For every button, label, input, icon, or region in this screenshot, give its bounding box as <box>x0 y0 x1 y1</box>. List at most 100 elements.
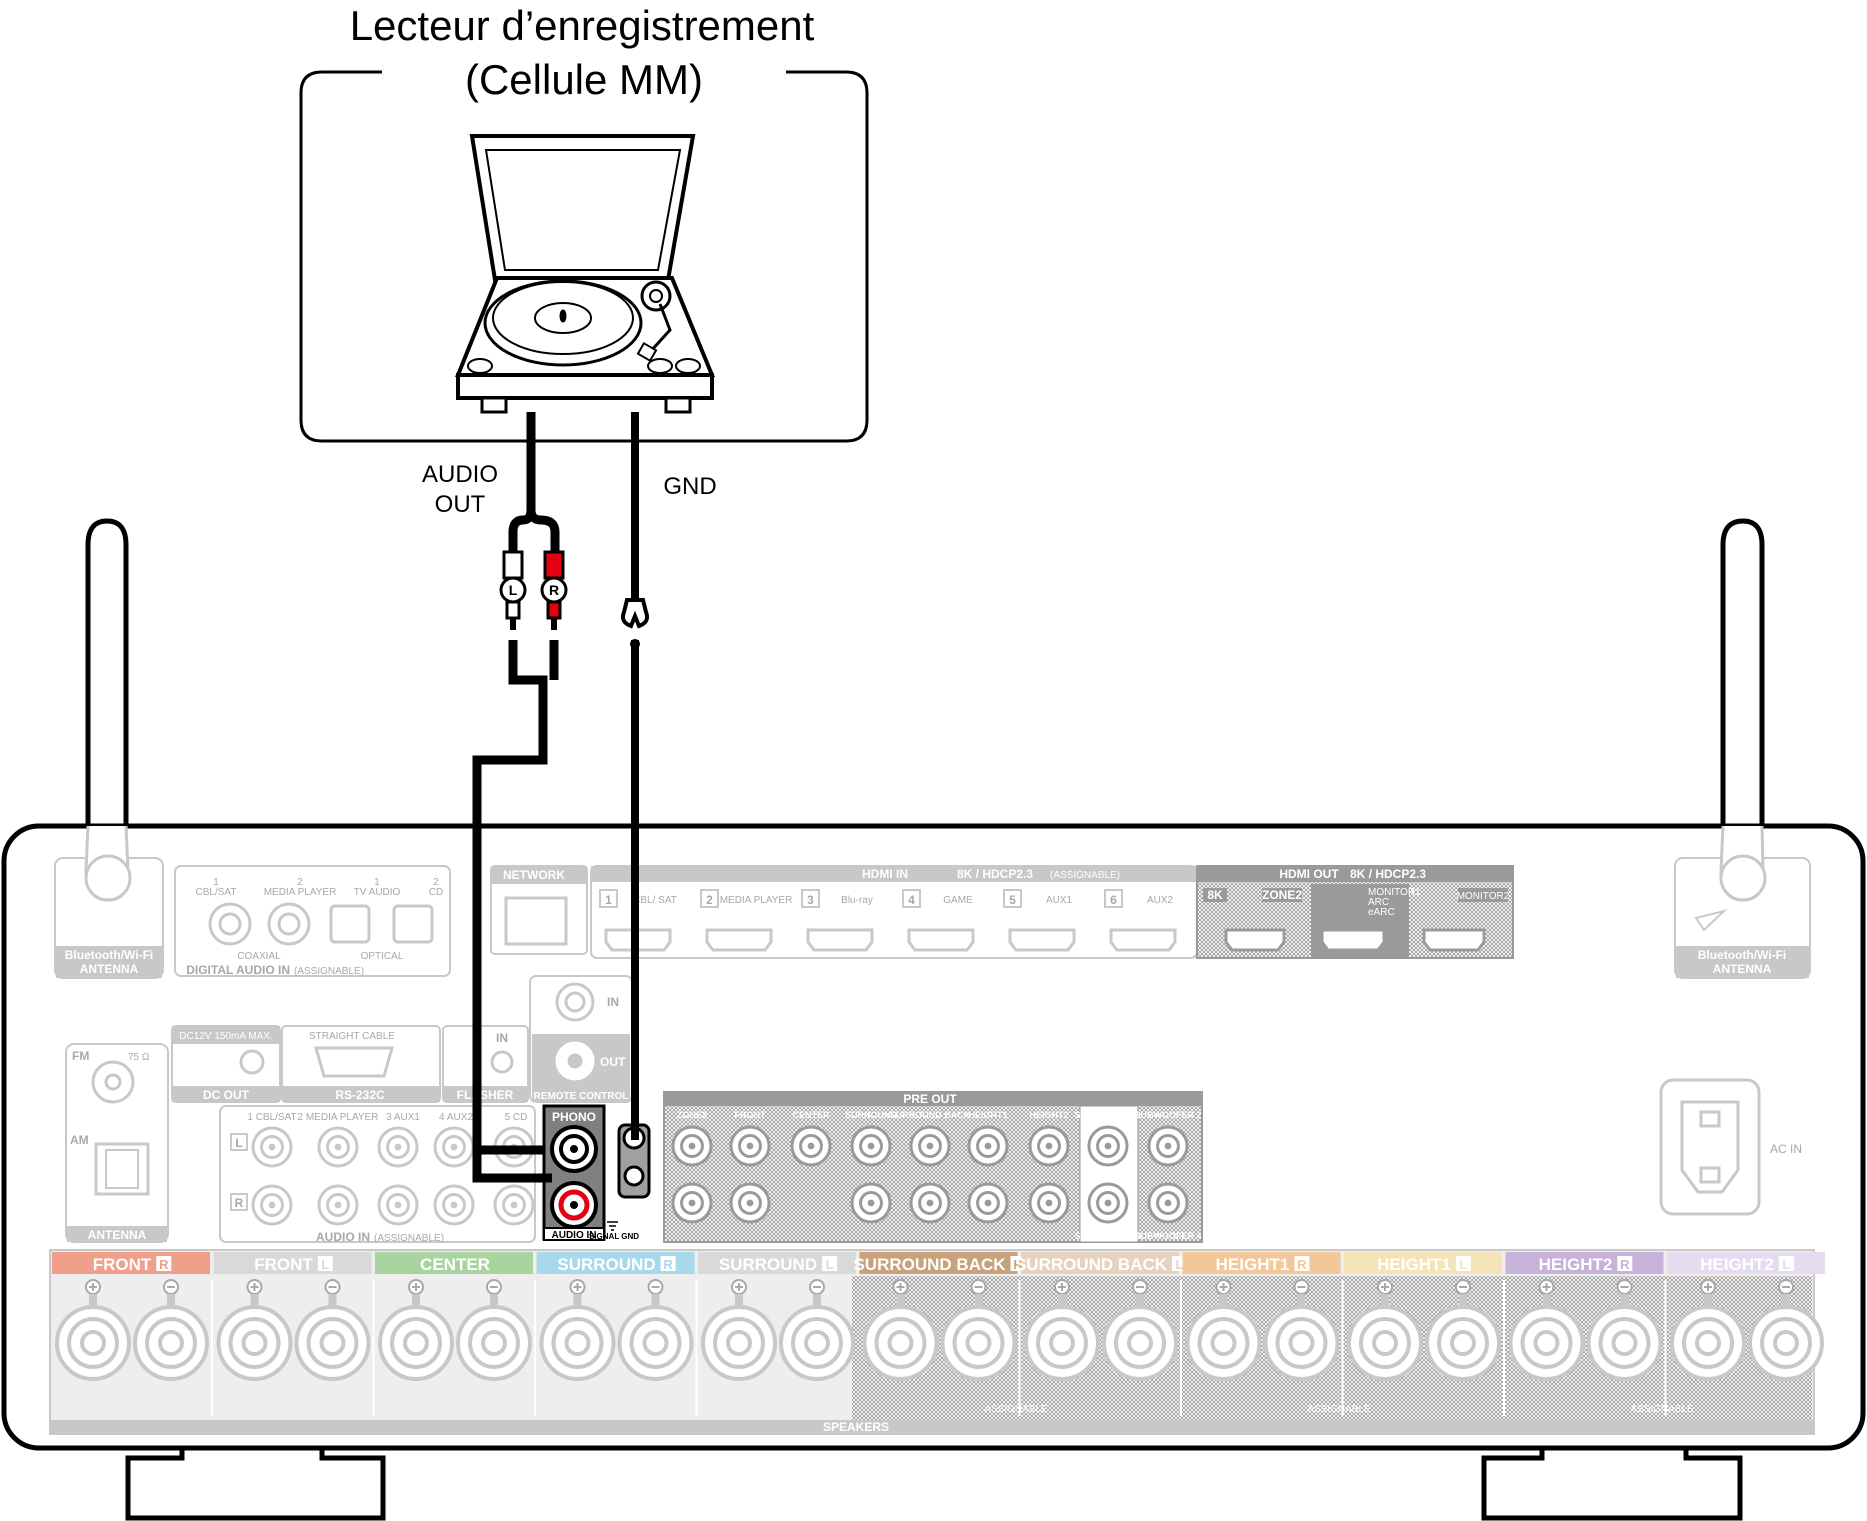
pre-out-jack-top-9[interactable] <box>1147 1125 1189 1167</box>
speaker-group-2-terminal-plus[interactable] <box>216 1305 293 1381</box>
speaker-group-9-terminal-plus[interactable] <box>1347 1305 1423 1381</box>
fm-am-antenna-label: ANTENNA <box>88 1228 147 1242</box>
pre-out-jack-top-5[interactable] <box>909 1125 951 1167</box>
speaker-group-10-terminal-plus[interactable] <box>1508 1305 1585 1381</box>
pre-out-jack-top-8[interactable] <box>1087 1125 1129 1167</box>
speaker-group-4-terminal-plus[interactable] <box>539 1305 616 1381</box>
speaker-group-1: FRONT R <box>52 1252 213 1416</box>
digital-in-4-num: 2 <box>433 877 439 888</box>
speaker-group-4-label: SURROUND <box>557 1255 655 1274</box>
speaker-group-4-terminal-minus[interactable] <box>617 1305 694 1381</box>
pre-out-jack-top-6[interactable] <box>967 1125 1009 1167</box>
speaker-group-1-terminal-plus[interactable] <box>55 1305 131 1381</box>
digital-in-2-name: MEDIA PLAYER <box>264 887 337 898</box>
phono-jack-r[interactable] <box>550 1181 598 1229</box>
pre-out-jack-top-2[interactable] <box>729 1125 771 1167</box>
gnd-label: GND <box>663 473 716 500</box>
phono-jack-l[interactable] <box>550 1125 598 1173</box>
pre-out-jack-bottom-8[interactable] <box>1087 1182 1129 1224</box>
speaker-group-3: CENTER <box>375 1252 536 1416</box>
speaker-group-1-terminal-minus[interactable] <box>133 1305 209 1381</box>
speaker-group-7-terminal-minus[interactable] <box>1102 1305 1178 1381</box>
speaker-group-6-terminal-minus[interactable] <box>940 1305 1017 1381</box>
pre-out-jack-top-1[interactable] <box>671 1125 713 1167</box>
phono-input[interactable]: PHONO AUDIO IN <box>542 1104 606 1241</box>
audio-in-jack-4-l[interactable] <box>433 1126 475 1168</box>
pre-out-jack-bottom-6[interactable] <box>967 1182 1009 1224</box>
speaker-group-11-terminal-plus[interactable] <box>1670 1305 1746 1381</box>
audio-cable <box>472 412 560 1183</box>
audio-in-l-label: L <box>235 1136 242 1150</box>
audio-in-jack-1-l[interactable] <box>251 1126 293 1168</box>
device-title-line2: (Cellule MM) <box>465 56 703 103</box>
speaker-group-1-label: FRONT <box>93 1255 152 1274</box>
pre-out-label-9: SUBWOOFER 3 <box>1074 1231 1141 1241</box>
hdmi-out-spec: 8K / HDCP2.3 <box>1350 867 1426 881</box>
pre-out-jack-bottom-7[interactable] <box>1028 1182 1070 1224</box>
plug-r-label: R <box>549 582 559 598</box>
speaker-group-5-terminal-minus[interactable] <box>779 1305 855 1381</box>
audio-in-jack-3-l[interactable] <box>377 1126 419 1168</box>
dc-out-panel: DC12V 150mA MAX. DC OUT <box>171 1025 281 1103</box>
hdmi-out-title: HDMI OUT <box>1279 867 1339 881</box>
digital-in-2-num: 2 <box>297 877 303 888</box>
pre-out-jack-bottom-9[interactable] <box>1147 1182 1189 1224</box>
speaker-group-5-label: SURROUND <box>719 1255 817 1274</box>
speaker-group-10-terminal-minus[interactable] <box>1586 1305 1663 1381</box>
hdmi-out-panel: HDMI OUT 8K / HDCP2.3 8K ZONE2 MONITOR1 … <box>1196 865 1514 959</box>
speaker-group-6-terminal-plus[interactable] <box>862 1305 939 1381</box>
speaker-group-8-side-box <box>1294 1256 1310 1271</box>
speaker-group-1-side: R <box>159 1257 169 1272</box>
remote-in-label: IN <box>607 995 619 1009</box>
rca-plug-right: R <box>540 550 568 630</box>
plug-l-label: L <box>509 582 518 598</box>
pre-out-jack-top-4[interactable] <box>850 1125 892 1167</box>
antenna-right-label2: ANTENNA <box>1713 962 1772 976</box>
digital-in-3-name: TV AUDIO <box>354 887 401 898</box>
audio-in-jack-4-r[interactable] <box>433 1184 475 1226</box>
audio-in-jack-5-r[interactable] <box>493 1184 535 1226</box>
speaker-group-8-terminal-minus[interactable] <box>1263 1305 1340 1381</box>
turntable-icon <box>455 134 715 414</box>
pre-out-label-4: SURROUND BACK <box>890 1110 971 1120</box>
hdmi-out-8k: 8K <box>1207 888 1223 902</box>
speaker-group-3-terminal-plus[interactable] <box>378 1305 454 1381</box>
speaker-group-11-label: HEIGHT2 <box>1700 1255 1774 1274</box>
pre-out-jack-bottom-4[interactable] <box>850 1182 892 1224</box>
signal-gnd-terminal[interactable]: SIGNAL GND <box>589 1123 651 1241</box>
pre-out-jack-top-3[interactable] <box>790 1125 832 1167</box>
fm-label: FM <box>72 1049 89 1063</box>
pre-out-jack-bottom-5[interactable] <box>909 1182 951 1224</box>
audio-in-jack-2-r[interactable] <box>317 1184 359 1226</box>
speaker-group-3-terminal-minus[interactable] <box>456 1305 532 1381</box>
speaker-group-9-side: L <box>1459 1257 1467 1272</box>
speaker-group-2-label: FRONT <box>254 1255 313 1274</box>
speaker-group-2-terminal-minus[interactable] <box>294 1305 371 1381</box>
receiver-foot-right <box>1481 1448 1743 1521</box>
speaker-group-8-terminal-plus[interactable] <box>1185 1305 1262 1381</box>
speaker-group-11-terminal-minus[interactable] <box>1748 1305 1824 1381</box>
speaker-group-3-label: CENTER <box>420 1255 490 1274</box>
speaker-group-11-side: L <box>1782 1257 1790 1272</box>
pre-out-jack-bottom-1[interactable] <box>671 1182 713 1224</box>
audio-in-jack-3-r[interactable] <box>377 1184 419 1226</box>
dc-out-label: DC OUT <box>203 1088 250 1102</box>
audio-in-jack-2-l[interactable] <box>317 1126 359 1168</box>
speaker-group-9-terminal-minus[interactable] <box>1425 1305 1501 1381</box>
am-label: AM <box>70 1133 89 1147</box>
audio-in-jack-1-r[interactable] <box>251 1184 293 1226</box>
speaker-group-5-terminal-plus[interactable] <box>701 1305 777 1381</box>
hdmi-in-name-3: Blu-ray <box>841 895 873 906</box>
speaker-group-7-terminal-plus[interactable] <box>1024 1305 1100 1381</box>
pre-out-jack-top-7[interactable] <box>1028 1125 1070 1167</box>
pre-out-jack-bottom-2[interactable] <box>729 1182 771 1224</box>
fm-am-antenna-panel: FM 75 Ω AM ANTENNA <box>65 1043 169 1243</box>
